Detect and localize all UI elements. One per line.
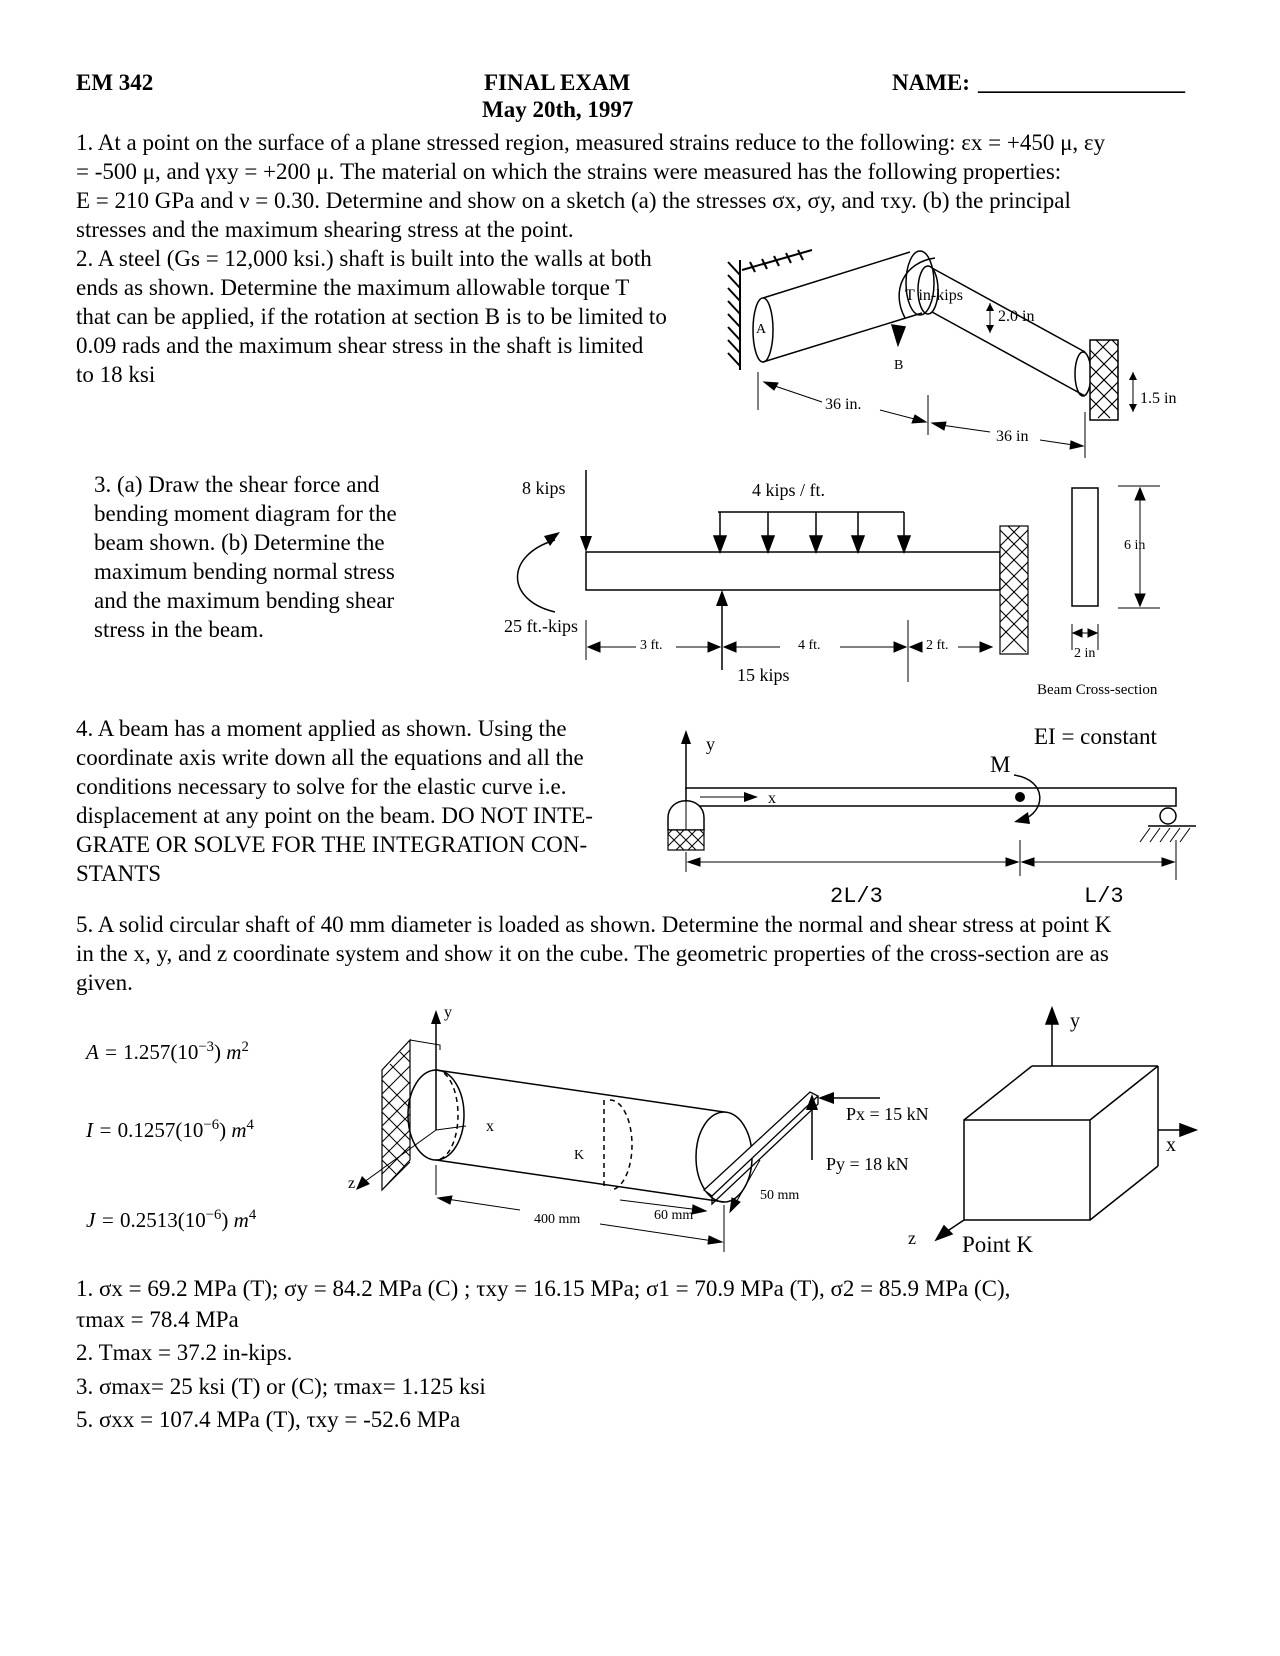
label-depth: 6 in (1124, 538, 1146, 553)
problem-4-line-5: GRATE OR SOLVE FOR THE INTEGRATION CON- (76, 832, 588, 857)
label-len-60: 60 mm (654, 1208, 694, 1223)
label-span-2l3: 2L/3 (830, 884, 883, 909)
answer-3: 3. σmax= 25 ksi (T) or (C); τmax= 1.125 … (76, 1374, 486, 1399)
label-cube-x: x (1166, 1134, 1176, 1156)
span-dimensions (685, 840, 1177, 880)
problem-2-line-5: to 18 ksi (76, 362, 156, 387)
label-span-l3: L/3 (1084, 884, 1124, 909)
problem-4-line-1: 4. A beam has a moment applied as shown.… (76, 716, 567, 741)
problem-5-line-1: 5. A solid circular shaft of 40 mm diame… (76, 912, 1112, 937)
label-px: Px = 15 kN (846, 1104, 929, 1124)
right-wall (1089, 339, 1119, 421)
label-len-36in-a: 36 in. (825, 396, 862, 413)
label-dia-1p5in: 1.5 in (1140, 390, 1177, 407)
distributed-load (712, 511, 912, 555)
label-x-axis: x (768, 790, 776, 807)
problem-2-line-3: that can be applied, if the rotation at … (76, 304, 667, 329)
cross-section-dims (1071, 485, 1160, 650)
label-point-a: A (756, 322, 767, 337)
label-cube-y: y (1070, 1010, 1080, 1032)
problem-5-line-2: in the x, y, and z coordinate system and… (76, 941, 1109, 966)
problem-2-line-1: 2. A steel (Gs = 12,000 ksi.) shaft is b… (76, 246, 652, 271)
problem-1-line-2: = -500 μ, and γxy = +200 μ. The material… (76, 159, 1062, 184)
answer-1-line-2: τmax = 78.4 MPa (76, 1307, 239, 1332)
label-point-b: B (894, 358, 904, 373)
answer-1-line-1: 1. σx = 69.2 MPa (T); σy = 84.2 MPa (C) … (76, 1276, 1011, 1301)
problem-3-line-6: stress in the beam. (94, 617, 264, 642)
left-wall (727, 249, 813, 370)
problem-3-line-4: maximum bending normal stress (94, 559, 395, 584)
name-blank-line: __________________ (978, 70, 1185, 95)
answer-2: 2. Tmax = 37.2 in-kips. (76, 1340, 293, 1365)
property-inertia: I = 0.1257(10−6) m4 (86, 1117, 254, 1142)
label-dist-2ft: 2 ft. (926, 638, 949, 653)
label-moment: 25 ft.-kips (504, 616, 578, 636)
label-width: 2 in (1074, 646, 1096, 661)
problem-4-line-2: coordinate axis write down all the equat… (76, 745, 584, 770)
shaft-wall (381, 1038, 441, 1192)
problem-3-line-3: beam shown. (b) Determine the (94, 530, 385, 555)
label-dia-2in: 2.0 in (998, 308, 1035, 325)
label-point-load: 8 kips (522, 478, 566, 498)
label-shaft-y: y (444, 1004, 452, 1021)
problem-2-line-4: 0.09 rads and the maximum shear stress i… (76, 333, 644, 358)
label-len-36in-b: 36 in (996, 428, 1029, 445)
answer-5: 5. σxx = 107.4 MPa (T), τxy = -52.6 MPa (76, 1407, 461, 1432)
label-reaction: 15 kips (737, 665, 790, 685)
label-ei-constant: EI = constant (1034, 724, 1157, 749)
exam-date: May 20th, 1997 (482, 97, 634, 122)
moment-arc (516, 539, 556, 613)
label-point-k-cube: Point K (962, 1232, 1033, 1257)
label-cross-section: Beam Cross-section (1037, 682, 1158, 698)
problem-1-line-4: stresses and the maximum shearing stress… (76, 217, 574, 242)
shaft-length-dims (757, 372, 1086, 458)
stress-cube (963, 1065, 1159, 1221)
problem-1-line-3: E = 210 GPa and ν = 0.30. Determine and … (76, 188, 1071, 213)
problem-1-line-1: 1. At a point on the surface of a plane … (76, 130, 1106, 155)
label-shaft-z: z (348, 1175, 356, 1192)
problem-3-line-2: bending moment diagram for the (94, 501, 397, 526)
cross-section-rect (1071, 487, 1099, 607)
label-point-k: K (574, 1148, 585, 1163)
problem-5-line-3: given. (76, 970, 133, 995)
shaft-dimensions (435, 1159, 761, 1252)
problem-3-line-5: and the maximum bending shear (94, 588, 395, 613)
label-dist-3ft: 3 ft. (640, 638, 663, 653)
course-code: EM 342 (76, 70, 154, 95)
label-dist-load: 4 kips / ft. (752, 480, 826, 500)
problem-4-line-6: STANTS (76, 861, 162, 886)
problem-4-line-3: conditions necessary to solve for the el… (76, 774, 567, 799)
problem-2-line-2: ends as shown. Determine the maximum all… (76, 275, 630, 300)
shaft-large-section (752, 250, 939, 363)
label-py: Py = 18 kN (826, 1154, 909, 1174)
label-moment-m: M (990, 752, 1011, 777)
property-polar-inertia: J = 0.2513(10−6) m4 (86, 1207, 257, 1232)
torque-arrow (890, 257, 936, 348)
problem-4-line-4: displacement at any point on the beam. D… (76, 803, 593, 828)
label-y-axis: y (706, 734, 715, 754)
label-shaft-x: x (486, 1118, 494, 1135)
exam-title: FINAL EXAM (484, 70, 631, 95)
shaft-cylinder (407, 1069, 753, 1203)
label-torque: T in-kips (905, 287, 963, 304)
fixed-wall (999, 525, 1029, 655)
problem-3-line-1: 3. (a) Draw the shear force and (94, 472, 380, 497)
name-label: NAME: (892, 70, 970, 95)
cube-axes (934, 1005, 1199, 1242)
beam-dimensions (585, 620, 994, 682)
label-dist-4ft: 4 ft. (798, 638, 821, 653)
label-len-400: 400 mm (534, 1212, 581, 1227)
property-area: A = 1.257(10−3) m2 (86, 1039, 249, 1064)
label-len-50: 50 mm (760, 1188, 800, 1203)
label-cube-z: z (908, 1228, 916, 1248)
